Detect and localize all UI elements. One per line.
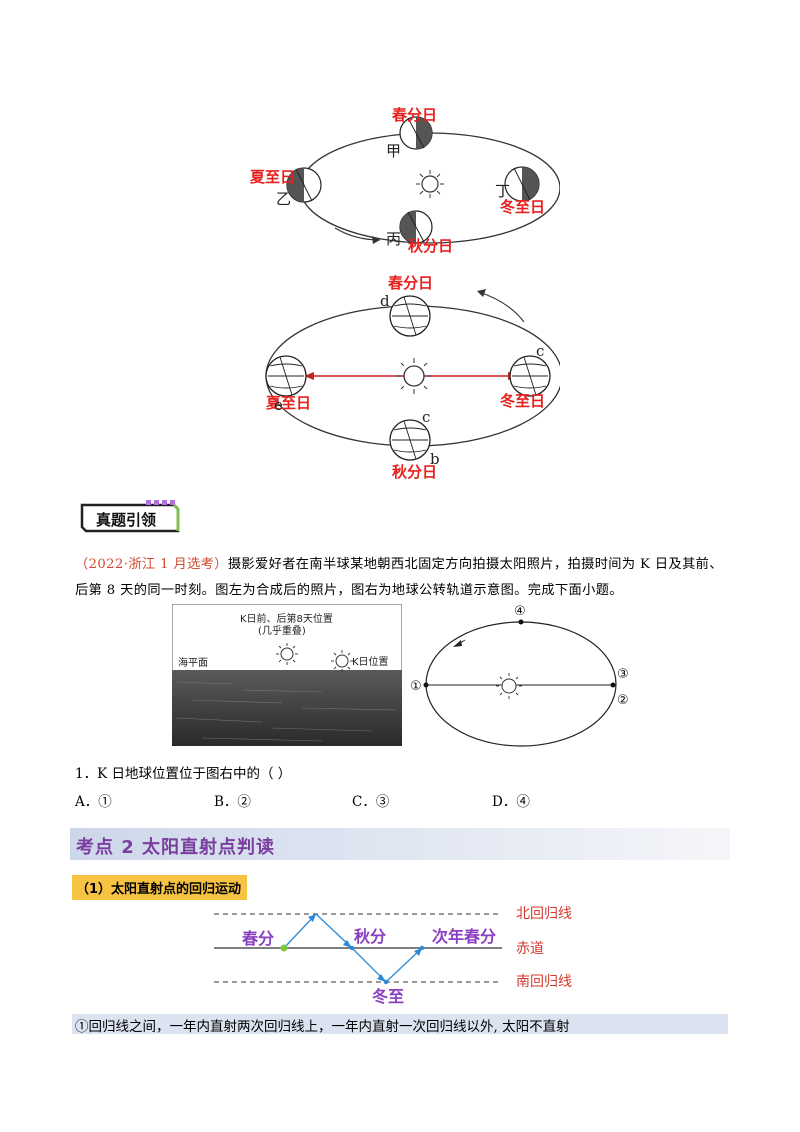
label-autumn-equinox: 秋分: [354, 927, 386, 946]
orbit-diagram-2: 春分日 夏至日 秋分日 冬至日 d b e c c: [265, 274, 560, 481]
label-spring-2: 春分日: [388, 274, 433, 292]
label-d: d: [380, 292, 390, 310]
label-equator: 赤道: [516, 941, 544, 957]
label-winter-1: 冬至日: [500, 198, 545, 216]
earth-summer-icon: [286, 167, 322, 203]
orbit-point-3: ③: [617, 667, 629, 682]
label-winter-2: 冬至日: [500, 392, 545, 410]
tag-label: 真题引领: [96, 511, 157, 529]
question-stem: 1．K 日地球位置位于图右中的（ ）: [75, 766, 292, 782]
orbit-arrow-2: [478, 291, 525, 323]
option-b[interactable]: B．②: [214, 794, 251, 810]
photo-caption-sub: (几乎重叠): [258, 624, 306, 637]
note-bar: [72, 1014, 728, 1034]
label-summer-1: 夏至日: [249, 168, 295, 186]
label-c2: c: [536, 342, 544, 360]
label-autumn-1: 秋分日: [408, 237, 453, 255]
label-jia: 甲: [386, 142, 401, 160]
orbit-point-4: ④: [514, 604, 526, 619]
label-bing: 丙: [386, 230, 401, 248]
label-winter-solstice: 冬至: [372, 987, 404, 1006]
label-autumn-2: 秋分日: [392, 463, 437, 481]
option-a[interactable]: A．①: [75, 794, 112, 810]
option-c[interactable]: C．③: [352, 794, 390, 810]
sun-icon: [416, 170, 444, 198]
start-point: [280, 944, 288, 952]
option-d[interactable]: D．④: [492, 794, 530, 810]
orbit-point-2: ②: [617, 693, 629, 708]
photo-caption-top: K日前、后第8天位置: [240, 612, 333, 625]
label-e: e: [274, 396, 283, 414]
photo-sea-level: 海平面: [178, 656, 208, 669]
tag-badge: [80, 500, 180, 533]
question-source: （2022·浙江 1 月选考）: [75, 557, 228, 572]
label-spring-equinox: 春分: [241, 929, 274, 948]
composite-photo: K日前、后第8天位置 (几乎重叠) 海平面 K日位置: [172, 604, 402, 746]
sun-before-after-icon: [276, 643, 298, 665]
sun-icon-3: [496, 673, 522, 699]
sun-k-day-icon: [331, 650, 353, 672]
earth-autumn-icon: [399, 210, 433, 244]
photo-k-label: K日位置: [352, 655, 389, 668]
label-ding: 丁: [495, 182, 510, 200]
earth-spring-2-icon: [389, 295, 431, 337]
subsection-label: （1）太阳直射点的回归运动: [72, 875, 248, 900]
section-header-bar: [70, 828, 730, 860]
note-text: ①回归线之间，一年内直射两次回归线上，一年内直射一次回归线以外, 太阳不直射: [75, 1019, 570, 1035]
question-intro: （2022·浙江 1 月选考）摄影爱好者在南半球某地朝西北固定方向拍摄太阳照片，…: [75, 552, 735, 604]
label-tropic-cancer: 北回归线: [516, 905, 572, 922]
orbit-diagram-3: ① ② ③ ④: [410, 604, 629, 747]
label-summer-2: 夏至日: [265, 394, 311, 412]
section-title: 考点 2 太阳直射点判读: [76, 837, 276, 858]
sun-icon-2: [396, 358, 432, 394]
label-yi: 乙: [276, 190, 291, 208]
earth-autumn-2-icon: [389, 419, 431, 461]
earth-winter-icon: [504, 166, 540, 202]
orbit-diagram-1: 春分日 夏至日 秋分日 冬至日 甲 乙 丙 丁: [249, 106, 560, 255]
label-b: b: [430, 450, 440, 468]
label-next-spring: 次年春分: [432, 927, 496, 946]
earth-winter-2-icon: [509, 355, 551, 397]
orbit-point-1: ①: [410, 679, 422, 694]
earth-summer-2-icon: [265, 355, 307, 397]
label-c1: c: [422, 408, 430, 426]
label-spring-1: 春分日: [392, 106, 437, 124]
solar-migration-diagram: 春分 秋分 冬至 次年春分 北回归线 赤道 南回归线: [214, 905, 572, 1006]
earth-spring-icon: [399, 116, 433, 150]
question-intro-text: 摄影爱好者在南半球某地朝西北固定方向拍摄太阳照片，拍摄时间为 K 日及其前、后第…: [75, 557, 723, 598]
label-tropic-capricorn: 南回归线: [516, 973, 572, 990]
